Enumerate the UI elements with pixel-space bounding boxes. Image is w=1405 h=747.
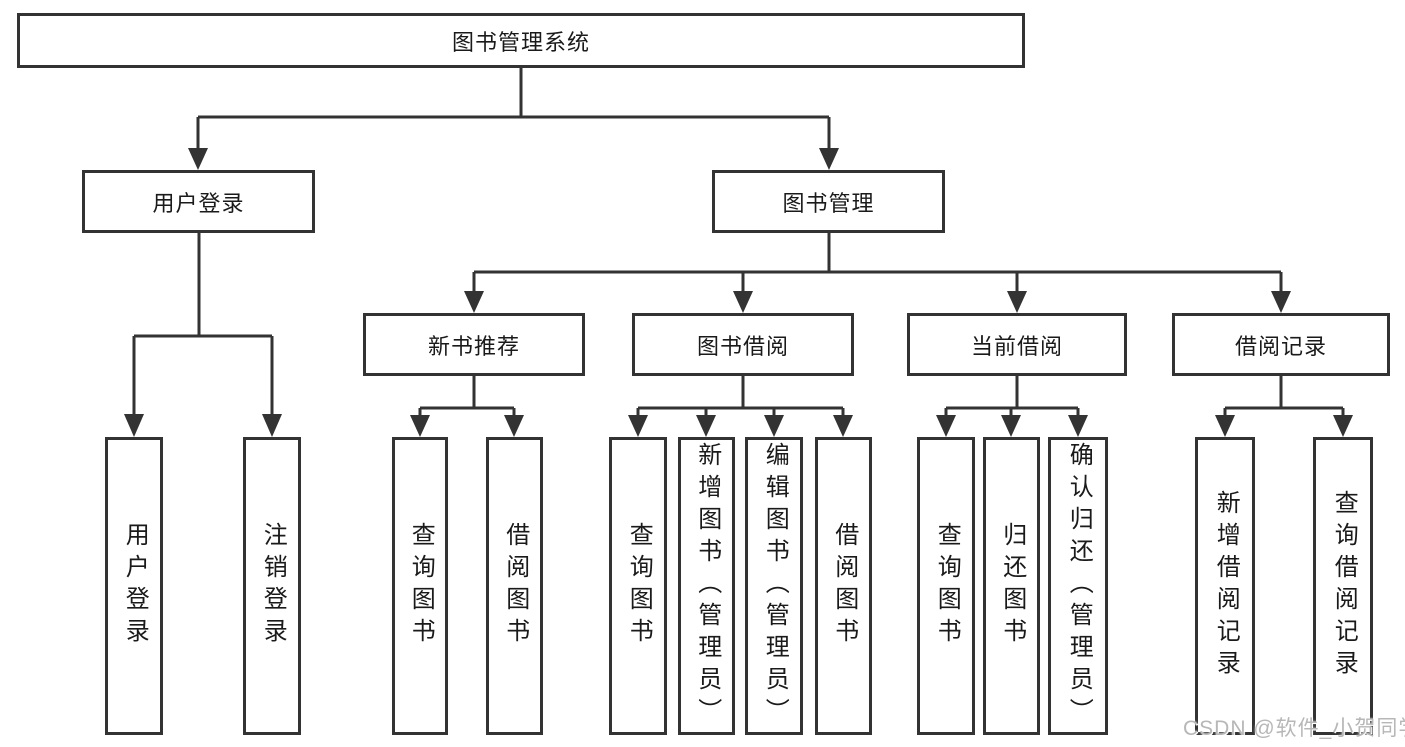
- leaf-label: 借阅图书: [501, 522, 529, 650]
- connector-root-split: [188, 68, 839, 170]
- leaf-label: 查询图书: [625, 522, 653, 650]
- node-label: 图书管理: [782, 190, 875, 216]
- arrowhead-down-icon: [936, 415, 956, 437]
- connector-current-borrowing-split: [936, 376, 1088, 437]
- leaf-logout: 注销登录: [243, 437, 301, 735]
- leaf-label: 新增借阅记录: [1212, 490, 1240, 682]
- leaf-label: 新增图书（管理员）: [693, 442, 721, 730]
- leaf-label: 归还图书: [998, 522, 1026, 650]
- arrowhead-down-icon: [464, 291, 484, 313]
- node-book-borrowing: 图书借阅: [632, 313, 854, 376]
- leaf-edit-book-admin: 编辑图书（管理员）: [745, 437, 803, 735]
- leaf-query-books-borrowing: 查询图书: [609, 437, 667, 735]
- leaf-add-book-admin: 新增图书（管理员）: [678, 437, 735, 735]
- connector-line: [418, 376, 516, 417]
- leaf-label: 查询图书: [407, 522, 435, 650]
- arrowhead-down-icon: [188, 148, 208, 170]
- connector-line: [472, 233, 1283, 293]
- leaf-user-login: 用户登录: [105, 437, 163, 735]
- csdn-watermark: CSDN @软件_小贺同学: [1183, 717, 1405, 740]
- node-label: 新书推荐: [427, 333, 520, 359]
- node-library-management-system: 图书管理系统: [17, 13, 1025, 68]
- arrowhead-down-icon: [733, 291, 753, 313]
- leaf-query-books-recommend: 查询图书: [392, 437, 448, 735]
- node-book-management: 图书管理: [712, 170, 945, 233]
- connector-borrowing-records-split: [1215, 376, 1353, 437]
- arrowhead-down-icon: [833, 415, 853, 437]
- arrowhead-down-icon: [124, 414, 144, 437]
- connector-line: [1223, 376, 1345, 417]
- arrowhead-down-icon: [504, 415, 524, 437]
- connector-line: [944, 376, 1080, 417]
- node-new-book-recommendation: 新书推荐: [363, 313, 585, 376]
- leaf-label: 注销登录: [259, 522, 287, 650]
- connector-line: [636, 376, 845, 417]
- arrowhead-down-icon: [410, 415, 430, 437]
- leaf-borrow-books-recommend: 借阅图书: [486, 437, 543, 735]
- connector-line: [196, 68, 831, 150]
- node-label: 图书借阅: [696, 333, 789, 359]
- node-label: 图书管理系统: [451, 29, 590, 55]
- arrowhead-down-icon: [1001, 415, 1021, 437]
- leaf-borrow-books: 借阅图书: [815, 437, 872, 735]
- node-label: 用户登录: [152, 190, 245, 216]
- leaf-label: 查询借阅记录: [1330, 490, 1358, 682]
- connector-line: [132, 233, 274, 416]
- node-label: 当前借阅: [970, 333, 1063, 359]
- arrowhead-down-icon: [1333, 415, 1353, 437]
- leaf-label: 借阅图书: [830, 522, 858, 650]
- arrowhead-down-icon: [1007, 291, 1027, 313]
- leaf-label: 编辑图书（管理员）: [761, 442, 789, 730]
- arrowhead-down-icon: [819, 148, 839, 170]
- leaf-query-borrow-record: 查询借阅记录: [1313, 437, 1373, 735]
- arrowhead-down-icon: [628, 415, 648, 437]
- connector-new-book-split: [410, 376, 524, 437]
- node-label: 借阅记录: [1234, 333, 1327, 359]
- connector-user-login-split: [124, 233, 282, 437]
- leaf-query-books-current: 查询图书: [917, 437, 975, 735]
- leaf-label: 用户登录: [121, 522, 149, 650]
- node-borrowing-records: 借阅记录: [1172, 313, 1390, 376]
- node-current-borrowing: 当前借阅: [907, 313, 1127, 376]
- leaf-label: 查询图书: [933, 522, 961, 650]
- node-user-login: 用户登录: [82, 170, 315, 233]
- arrowhead-down-icon: [696, 415, 716, 437]
- connector-book-management-split: [464, 233, 1291, 313]
- leaf-add-borrow-record: 新增借阅记录: [1195, 437, 1255, 735]
- leaf-return-books: 归还图书: [983, 437, 1040, 735]
- leaf-label: 确认归还（管理员）: [1065, 442, 1093, 730]
- connector-book-borrowing-split: [628, 376, 853, 437]
- arrowhead-down-icon: [262, 414, 282, 437]
- arrowhead-down-icon: [1271, 291, 1291, 313]
- arrowhead-down-icon: [1215, 415, 1235, 437]
- leaf-confirm-return-admin: 确认归还（管理员）: [1048, 437, 1108, 735]
- arrowhead-down-icon: [764, 415, 784, 437]
- arrowhead-down-icon: [1068, 415, 1088, 437]
